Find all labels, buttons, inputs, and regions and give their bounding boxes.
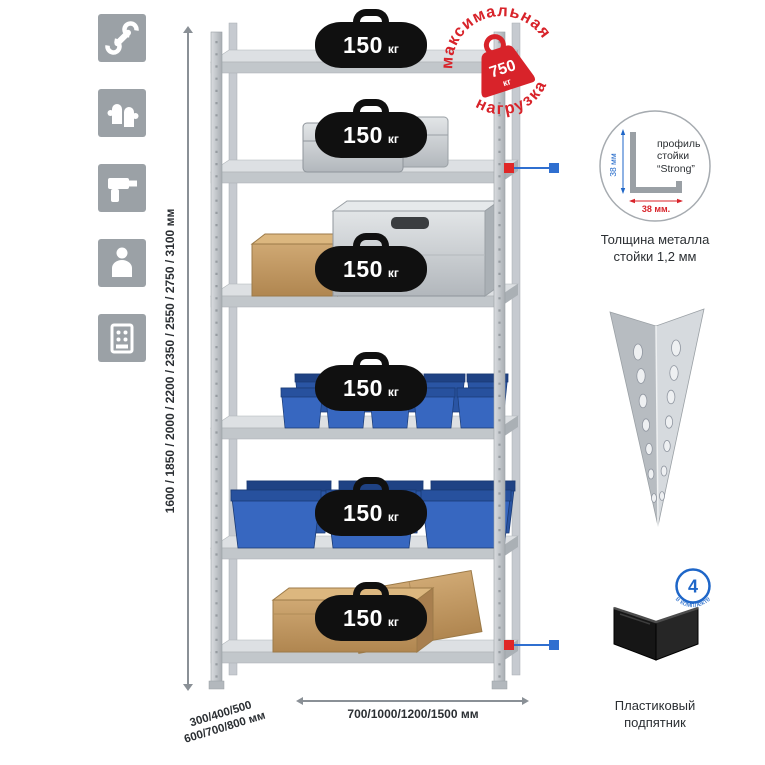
weight-unit: кг: [387, 614, 399, 629]
rack-icon: [98, 314, 146, 362]
callout-line-bottom: [512, 644, 554, 646]
feature-icon-column: [98, 14, 146, 362]
foot-caption-line1: Пластиковый: [614, 698, 696, 713]
rack-posts-front: [208, 31, 508, 690]
width-dimension-line: [302, 700, 524, 702]
wrench-icon: [98, 14, 146, 62]
angle-post-image: [609, 308, 705, 527]
callout-marker-blue-top: [549, 163, 559, 173]
rack-posts-back: [228, 22, 521, 676]
weight-value: 150: [343, 499, 383, 526]
gloves-icon: [98, 89, 146, 137]
profile-label-1: профиль: [657, 138, 701, 150]
callout-line-top: [512, 167, 554, 169]
profile-label-3: “Strong”: [657, 163, 695, 175]
shelf-weight-badge: 150 кг: [315, 365, 427, 411]
height-dimension-label: 1600 / 1850 / 2000 / 2200 / 2350 / 2550 …: [163, 208, 177, 514]
weight-unit: кг: [387, 509, 399, 524]
weight-value: 150: [343, 31, 383, 58]
weight-value: 150: [343, 121, 383, 148]
weight-value: 150: [343, 374, 383, 401]
wrench-glyph: [105, 21, 139, 55]
plastic-foot-image: [613, 606, 699, 661]
callout-marker-blue-bottom: [549, 640, 559, 650]
callout-marker-red-bottom: [504, 640, 514, 650]
profile-label-2: стойки: [657, 150, 689, 162]
profile-dim-horizontal: 38 мм.: [642, 204, 670, 214]
person-icon: [98, 239, 146, 287]
weight-unit: кг: [387, 131, 399, 146]
angle-post-holes: [633, 339, 681, 503]
weight-unit: кг: [387, 41, 399, 56]
width-arrow-right: [522, 697, 529, 705]
max-load-stamp: максимальная нагрузка 750 кг: [437, 3, 557, 128]
weight-value: 150: [343, 255, 383, 282]
gloves-glyph: [107, 104, 139, 127]
weight-unit: кг: [387, 384, 399, 399]
weight-value: 150: [343, 604, 383, 631]
shelf-weight-badge: 150 кг: [315, 22, 427, 68]
drill-glyph: [108, 178, 137, 202]
shelf-weight-badge: 150 кг: [315, 595, 427, 641]
rack-glyph: [110, 323, 134, 354]
stamp-weight-unit: кг: [501, 76, 512, 88]
shelf-weight-badge: 150 кг: [315, 490, 427, 536]
post-profile-detail: 38 мм 38 мм. профиль стойки “Strong”: [599, 110, 711, 222]
person-glyph: [112, 247, 132, 277]
width-dimension-label: 700/1000/1200/1500 мм: [347, 707, 479, 721]
height-arrow-up: [183, 26, 193, 33]
profile-caption-line1: Толщина металла: [600, 232, 710, 247]
shelf-weight-badge: 150 кг: [315, 246, 427, 292]
profile-dim-vertical: 38 мм: [608, 153, 618, 177]
callout-marker-red-top: [504, 163, 514, 173]
weight-unit: кг: [387, 265, 399, 280]
foot-caption: Пластиковый подпятник: [585, 698, 725, 732]
shelf-weight-badge: 150 кг: [315, 112, 427, 158]
profile-shape: [630, 132, 682, 193]
stamp-weight-icon: 750 кг: [481, 34, 536, 98]
profile-caption-line2: стойки 1,2 мм: [613, 248, 697, 264]
height-arrow-down: [183, 684, 193, 691]
included-count-badge: 4 в комплекте: [674, 568, 712, 609]
profile-caption: Толщина металла стойки 1,2 мм: [585, 232, 725, 266]
height-dimension-line: [187, 32, 189, 684]
foot-caption-line2: подпятник: [624, 714, 686, 730]
badge-number: 4: [688, 577, 698, 597]
drill-icon: [98, 164, 146, 212]
width-arrow-left: [296, 697, 303, 705]
